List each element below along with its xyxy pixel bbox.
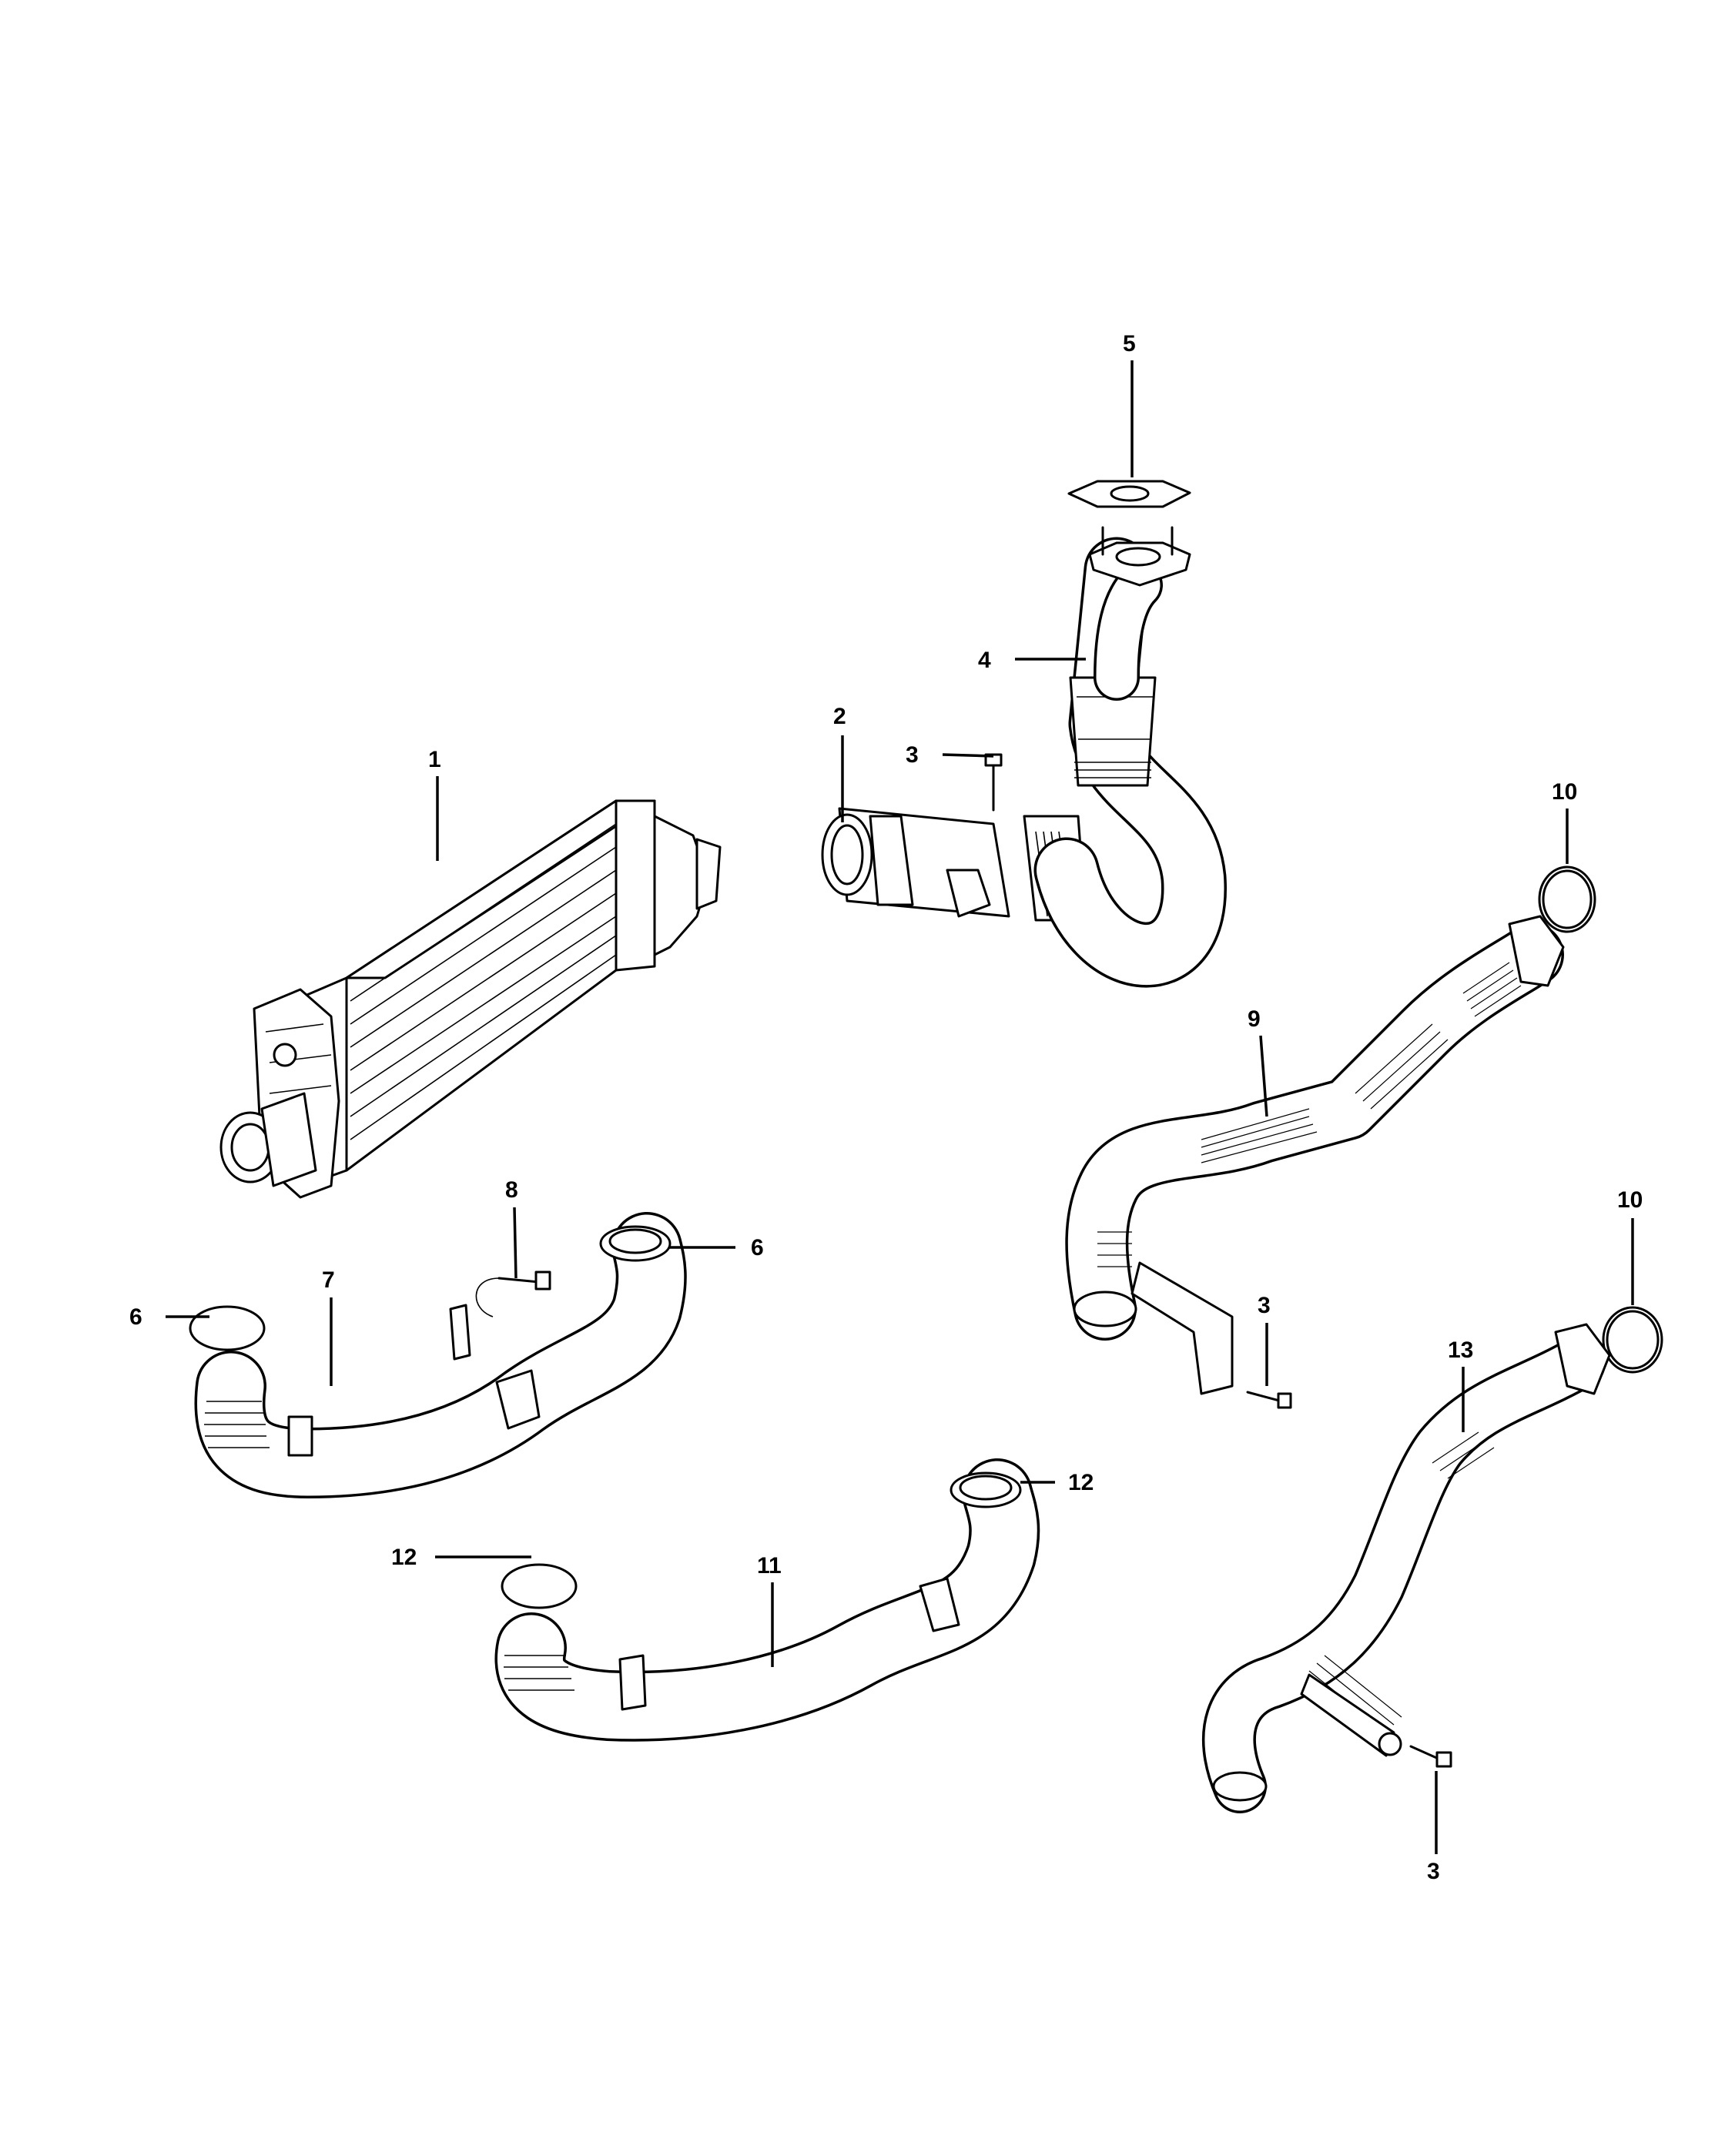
callout-12-right: 12 <box>1068 1470 1094 1495</box>
callout-3-upper: 3 <box>906 742 919 768</box>
callout-10-lower: 10 <box>1617 1187 1643 1213</box>
callout-3-middle: 3 <box>1258 1293 1271 1318</box>
callout-4: 4 <box>978 648 991 673</box>
hose-assembly-part-4 <box>821 526 1227 988</box>
callout-5: 5 <box>1123 331 1136 357</box>
callout-6-right: 6 <box>751 1235 764 1260</box>
callout-2: 2 <box>833 704 846 729</box>
o-ring-part-10-lower <box>1602 1306 1663 1374</box>
callout-13: 13 <box>1448 1337 1473 1363</box>
bolt-part-3-lower <box>1409 1745 1452 1768</box>
bolt-part-3-middle <box>1246 1391 1292 1409</box>
callout-9: 9 <box>1248 1006 1261 1032</box>
o-ring-part-10-upper <box>1538 865 1596 933</box>
leader-9 <box>1259 1035 1268 1117</box>
bolt-part-8 <box>475 1270 551 1317</box>
tube-part-11 <box>494 1458 1040 1742</box>
intercooler-part-1 <box>219 799 722 1199</box>
tube-part-7 <box>189 1212 687 1498</box>
tube-part-13 <box>1202 1323 1611 1813</box>
callout-10-upper: 10 <box>1552 779 1577 805</box>
callout-6-left: 6 <box>129 1304 142 1330</box>
tube-part-9 <box>1065 915 1565 1395</box>
callout-11: 11 <box>757 1553 782 1578</box>
callout-12-left: 12 <box>391 1545 417 1570</box>
callout-1: 1 <box>428 747 441 772</box>
leader-3-upper <box>942 753 994 758</box>
bolt-part-3-upper <box>984 753 1003 812</box>
callout-7: 7 <box>322 1267 335 1293</box>
gasket-part-5 <box>1067 480 1191 508</box>
leader-8 <box>513 1207 518 1279</box>
callout-8: 8 <box>505 1177 518 1203</box>
callout-3-lower: 3 <box>1427 1859 1440 1884</box>
